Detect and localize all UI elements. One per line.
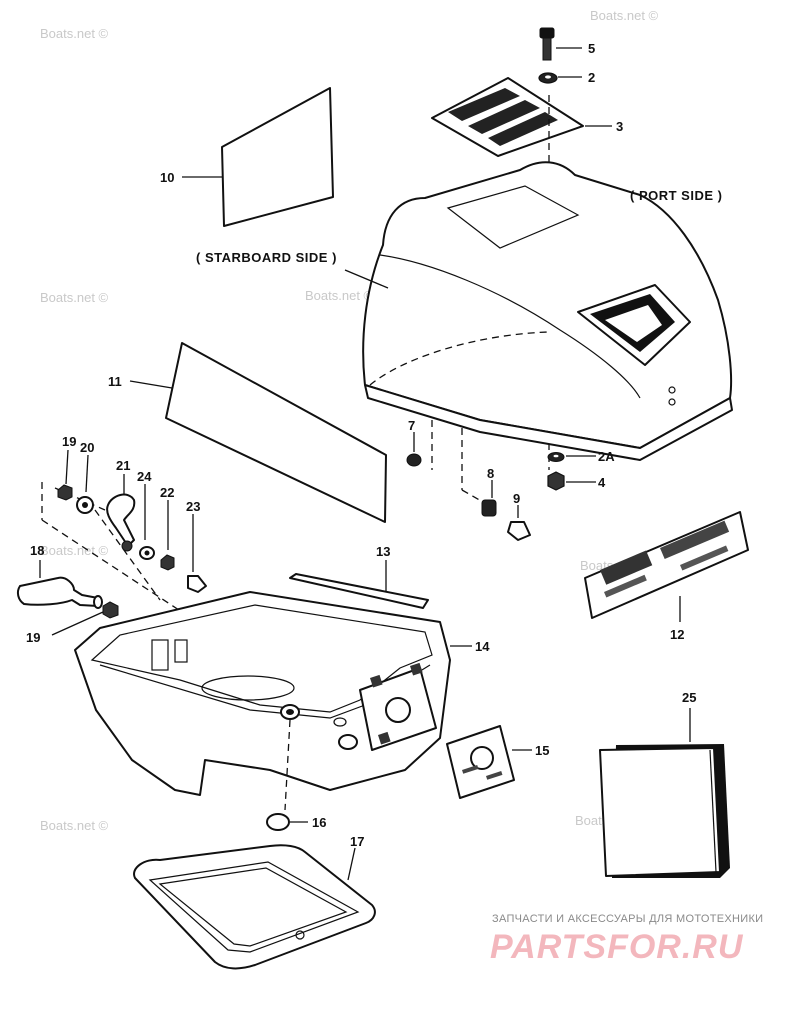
callout-3: 3 (616, 119, 623, 134)
port-side-label: ( PORT SIDE ) (630, 188, 722, 203)
part-5-bolt (539, 27, 582, 61)
part-15-plate (446, 725, 532, 799)
part-14-bottom-cowl (74, 591, 472, 811)
callout-15: 15 (535, 743, 549, 758)
watermark-tagline: ЗАПЧАСТИ И АКСЕССУАРЫ ДЛЯ МОТОТЕХНИКИ (492, 913, 763, 925)
callout-7: 7 (408, 418, 415, 433)
callout-16: 16 (312, 815, 326, 830)
part-17-gasket (133, 844, 376, 970)
callout-21: 21 (116, 458, 130, 473)
callout-11: 11 (108, 374, 122, 389)
part-8-bushing (461, 428, 497, 517)
part-3-cover-plate (431, 77, 612, 157)
latch-hardware (16, 449, 207, 636)
watermark: Boats.net © (590, 8, 659, 23)
partsfor-watermark: ЗАПЧАСТИ И АКСЕССУАРЫ ДЛЯ МОТОТЕХНИКИ PA… (490, 913, 763, 966)
callout-19-bottom: 19 (26, 630, 40, 645)
part-25-manual (599, 708, 730, 878)
watermark: Boats.net © (305, 288, 374, 303)
callout-9: 9 (513, 491, 520, 506)
callout-labels: 5 2 3 10 11 7 2A 4 8 9 12 13 14 15 16 17… (26, 41, 696, 849)
starboard-label-group: ( STARBOARD SIDE ) (196, 250, 389, 289)
callout-12: 12 (670, 627, 684, 642)
callout-2a: 2A (598, 449, 615, 464)
callout-14: 14 (475, 639, 490, 654)
watermark: Boats.net © (40, 818, 109, 833)
watermark: Boats.net © (40, 26, 109, 41)
callout-19-top: 19 (62, 434, 76, 449)
callout-18: 18 (30, 543, 44, 558)
watermark-logo: PARTSFOR.RU (490, 928, 744, 966)
watermark: Boats.net © (40, 290, 109, 305)
part-12-decal (584, 511, 749, 622)
part-7-grommet (406, 420, 433, 470)
part-13-rod (289, 560, 429, 609)
callout-8: 8 (487, 466, 494, 481)
watermark: Boats.net © (40, 543, 109, 558)
part-2-washer (538, 72, 582, 84)
callout-24: 24 (137, 469, 152, 484)
part-10-decal (182, 87, 334, 227)
callout-25: 25 (682, 690, 696, 705)
part-9-pin (507, 505, 531, 541)
starboard-side-label: ( STARBOARD SIDE ) (196, 250, 337, 265)
callout-20: 20 (80, 440, 94, 455)
part-2a-washer (547, 452, 596, 462)
callout-10: 10 (160, 170, 174, 185)
top-cowl (362, 161, 733, 461)
callout-4: 4 (598, 475, 606, 490)
callout-23: 23 (186, 499, 200, 514)
callout-22: 22 (160, 485, 174, 500)
part-11-decal (129, 342, 387, 523)
callout-5: 5 (588, 41, 595, 56)
callout-13: 13 (376, 544, 390, 559)
part-4-nut (547, 471, 596, 491)
part-16-plug (266, 813, 308, 831)
callout-2: 2 (588, 70, 595, 85)
callout-17: 17 (350, 834, 364, 849)
